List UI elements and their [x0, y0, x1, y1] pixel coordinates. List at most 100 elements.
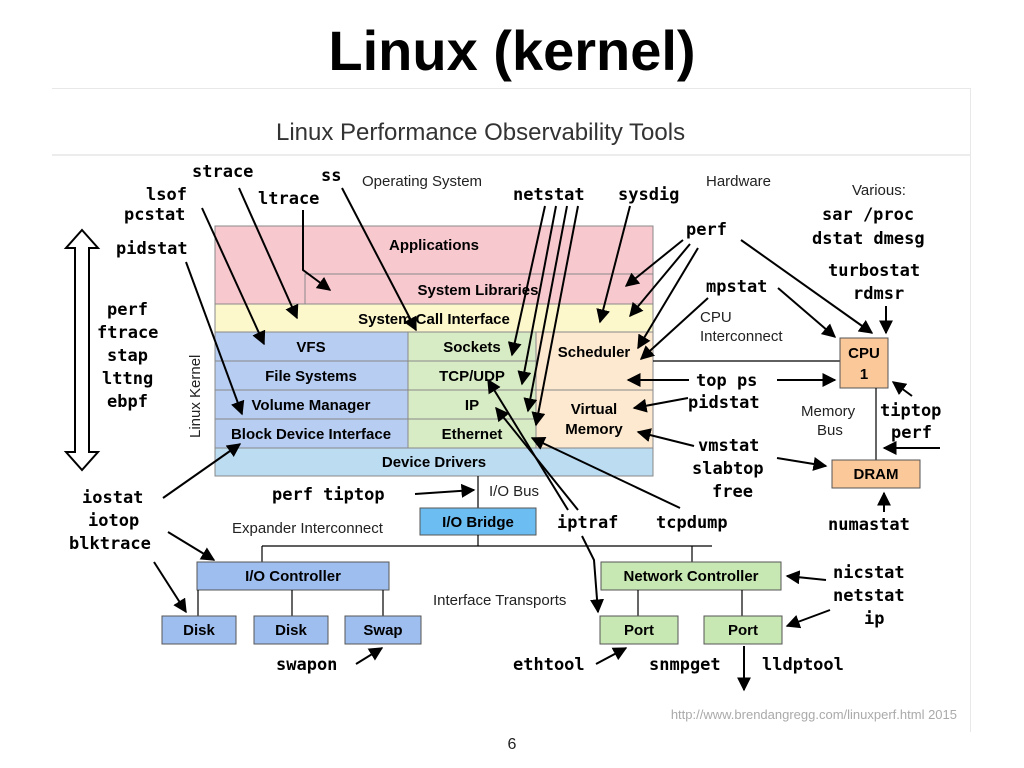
box-ethernet-label: Ethernet [442, 426, 503, 443]
arrow-iptraf-tcp [487, 378, 569, 511]
tool-vmstat: vmstat [698, 436, 759, 456]
tool-tiptop: tiptop [880, 401, 941, 421]
box-io-bridge-label: I/O Bridge [442, 514, 514, 531]
label-expander-interconnect: Expander Interconnect [232, 520, 384, 537]
label-io-bus: I/O Bus [489, 483, 539, 500]
arrow-perf-apps [624, 239, 684, 287]
tool-slabtop: slabtop [692, 459, 764, 479]
tool-mpstat: mpstat [706, 277, 767, 297]
arrow-perftiptop-bus [414, 483, 476, 498]
box-syscall-label: System Call Interface [358, 311, 510, 328]
box-swap-label: Swap [363, 622, 402, 639]
arrow-netstat-ip [523, 205, 568, 413]
tool-iptraf: iptraf [557, 513, 618, 533]
box-network-controller [600, 561, 782, 591]
arrow-iptraf-port [581, 535, 605, 614]
tool-labels: strace ss lsof pcstat ltrace pidstat net… [69, 162, 941, 675]
label-interface-transports: Interface Transports [433, 592, 566, 609]
arrow-iptraf-ip [495, 406, 579, 511]
tool-netstat-hw: netstat [833, 586, 905, 606]
arrow-vmstat-dram [776, 457, 828, 471]
box-block-device-label: Block Device Interface [231, 426, 391, 443]
box-file-systems [214, 360, 409, 391]
tool-pidstat-mid: pidstat [688, 393, 760, 413]
arrow-tcpdump-ethernet [530, 437, 681, 509]
box-device-drivers [214, 447, 654, 477]
arrow-iotop-controller [167, 531, 216, 561]
arrow-tiptop-cpu [891, 381, 913, 397]
tool-free: free [712, 482, 753, 502]
box-memory-label: Memory [565, 421, 623, 438]
tool-snmpget: snmpget [649, 655, 721, 675]
box-port-1 [599, 615, 679, 645]
tool-perf-tiptop: perf tiptop [272, 485, 385, 505]
slide-title: Linux (kernel) [328, 19, 696, 82]
tool-numastat: numastat [828, 515, 910, 535]
label-operating-system: Operating System [362, 173, 482, 190]
arrow-strace-syscall [238, 187, 299, 320]
arrow-nicstat-controller [785, 570, 827, 585]
box-system-libraries [304, 273, 654, 305]
tool-lsof: lsof [146, 185, 187, 205]
tool-turbostat: turbostat [828, 261, 920, 281]
scope-double-arrow [63, 228, 101, 472]
tool-sar-proc: sar /proc [822, 205, 914, 225]
tool-sysdig: sysdig [618, 185, 679, 205]
tool-perf-left: perf [107, 300, 148, 320]
arrow-ethtool-port [595, 647, 628, 665]
arrow-perf-scheduler [637, 247, 699, 350]
label-various: Various: [852, 182, 906, 199]
arrow-netstat-ethernet [531, 205, 579, 427]
box-device-drivers-label: Device Drivers [382, 454, 486, 471]
box-disk-2-label: Disk [275, 622, 307, 639]
box-io-controller [196, 561, 390, 591]
arrow-iostat-block [162, 443, 242, 499]
tool-ltrace: ltrace [258, 189, 319, 209]
tool-ss: ss [321, 166, 341, 186]
arrow-ss-sockets [341, 187, 417, 332]
box-volume-manager-label: Volume Manager [252, 397, 371, 414]
tool-ftrace: ftrace [97, 323, 158, 343]
box-cpu-label: CPU [848, 345, 880, 362]
arrow-lsof-vfs [201, 207, 266, 346]
box-disk-2 [253, 615, 329, 645]
box-network-controller-label: Network Controller [623, 568, 758, 585]
box-scheduler-label: Scheduler [558, 344, 631, 361]
arrow-pidstat-virtual [632, 397, 689, 413]
box-port-2 [703, 615, 783, 645]
box-tcp-udp-label: TCP/UDP [439, 368, 505, 385]
arrow-blktrace-disk [153, 561, 187, 614]
tool-ethtool: ethtool [513, 655, 585, 675]
arrow-sysdig-syscall [596, 205, 631, 324]
box-port-1-label: Port [624, 622, 654, 639]
tool-perf-top: perf [686, 220, 727, 240]
box-file-systems-label: File Systems [265, 368, 357, 385]
tool-ip: ip [864, 609, 884, 629]
box-sockets-label: Sockets [443, 339, 501, 356]
tool-blktrace: blktrace [69, 534, 151, 554]
label-hardware: Hardware [706, 173, 771, 190]
arrow-netstat-sockets [507, 205, 546, 357]
box-disk-1 [161, 615, 237, 645]
arrow-ltrace-libraries [302, 210, 332, 291]
tool-perf-right: perf [891, 423, 932, 443]
page-number: 6 [507, 736, 517, 753]
arrow-mpstat-cpu [777, 287, 837, 338]
box-disk-1-label: Disk [183, 622, 215, 639]
tool-nicstat: nicstat [833, 563, 905, 583]
box-cpu [839, 337, 889, 389]
arrow-ip-port [785, 609, 831, 629]
box-port-2-label: Port [728, 622, 758, 639]
label-memory-bus-1: Memory [801, 403, 856, 420]
arrow-vmstat-virtual [636, 428, 695, 447]
box-scheduler [535, 331, 654, 391]
tool-strace: strace [192, 162, 253, 182]
tool-tcpdump: tcpdump [656, 513, 728, 533]
arrow-swapon-swap [355, 647, 384, 665]
tool-lldptool: lldptool [762, 655, 844, 675]
figure-credit: http://www.brendangregg.com/linuxperf.ht… [671, 707, 957, 722]
label-cpu-interconnect-2: Interconnect [700, 328, 783, 345]
box-io-controller-label: I/O Controller [245, 568, 341, 585]
box-dram-label: DRAM [854, 466, 899, 483]
tool-stap: stap [107, 346, 148, 366]
